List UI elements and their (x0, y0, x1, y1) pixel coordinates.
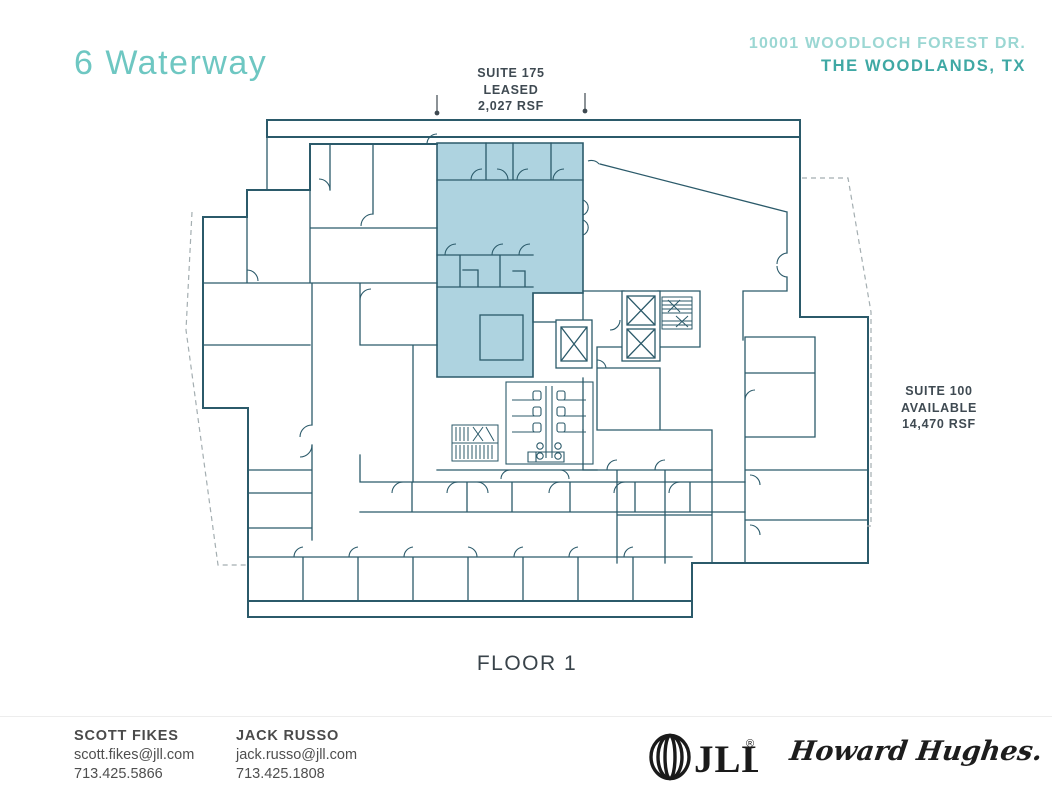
suite-100-area: 14,470 RSF (902, 417, 976, 431)
contact-jack-russo: JACK RUSSO jack.russo@jll.com 713.425.18… (236, 727, 357, 784)
suite-175-leader-lines (434, 93, 588, 116)
jll-logo: JLL ® (649, 733, 758, 781)
contact-name: JACK RUSSO (236, 728, 340, 744)
property-boundary-dashed (185, 177, 872, 566)
interior-walls (202, 136, 869, 602)
suite-175-area: 2,027 RSF (477, 99, 545, 113)
stairs-icon (661, 296, 693, 330)
contact-email: scott.fikes@jll.com (74, 747, 195, 763)
building-outline (202, 119, 869, 618)
door-arcs (246, 133, 788, 558)
contact-email: jack.russo@jll.com (236, 747, 358, 763)
howard-hughes-logo: Howard Hughes. (787, 736, 1045, 767)
restroom-icon (505, 381, 594, 465)
contact-phone: 713.425.5866 (74, 766, 163, 782)
contact-phone: 713.425.1808 (236, 766, 325, 782)
suite-175-status: LEASED (483, 82, 539, 97)
suite-100-name: SUITE 100 (905, 384, 973, 398)
suite-100-status: AVAILABLE (901, 400, 977, 415)
contact-name: SCOTT FIKES (74, 728, 179, 744)
suite-100-label: SUITE 100 AVAILABLE 14,470 RSF (901, 383, 977, 433)
contact-scott-fikes: SCOTT FIKES scott.fikes@jll.com 713.425.… (74, 727, 194, 784)
suite-175-label: SUITE 175 LEASED 2,027 RSF (477, 65, 544, 115)
elevator-icon (555, 319, 593, 369)
jll-rings-icon (649, 733, 691, 781)
jll-registered-icon: ® (746, 738, 754, 750)
address-line-1: 10001 WOODLOCH FOREST DR. (748, 35, 1026, 52)
floor-label: FLOOR 1 (476, 652, 578, 675)
footer-divider (0, 716, 1052, 717)
jll-wordmark: JLL (694, 738, 758, 781)
suite-175-name: SUITE 175 (477, 66, 545, 80)
property-address: 10001 WOODLOCH FOREST DR. THE WOODLANDS,… (749, 33, 1026, 78)
page-title: 6 Waterway (74, 44, 268, 82)
address-line-2: THE WOODLANDS, TX (820, 57, 1026, 75)
stairs-icon-2 (451, 424, 499, 462)
elevator-bank-icon (621, 290, 661, 362)
